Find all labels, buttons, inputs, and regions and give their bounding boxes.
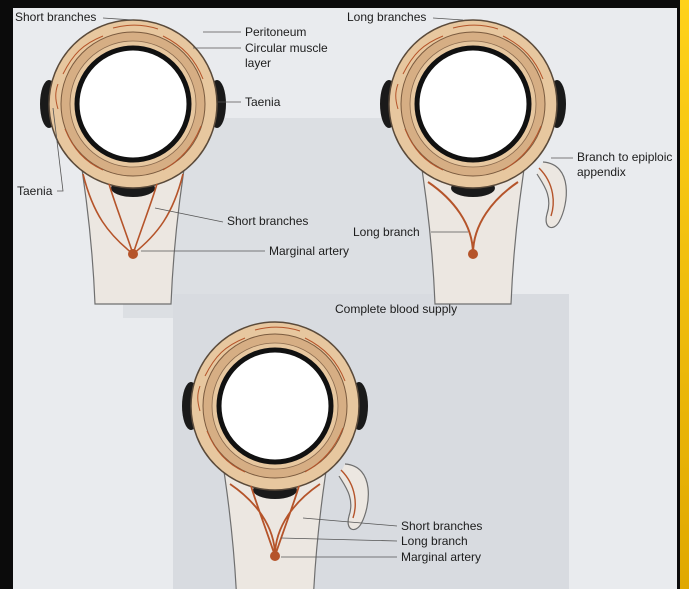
- label-marginal-artery-3: Marginal artery: [401, 550, 481, 564]
- epiploic-appendix: [537, 162, 566, 228]
- colon-blood-supply-figure: Short branches Peritoneum Circular muscl…: [13, 8, 677, 589]
- figure-page: Short branches Peritoneum Circular muscl…: [13, 8, 677, 589]
- marginal-artery-dot: [128, 249, 138, 259]
- label-taenia-left: Taenia: [17, 184, 53, 198]
- label-circular-muscle: Circular muscle: [245, 41, 328, 55]
- yellow-edge-strip: [680, 0, 689, 589]
- label-short-branches-3: Short branches: [401, 519, 482, 533]
- label-complete-blood-supply: Complete blood supply: [335, 302, 457, 316]
- marginal-artery-dot-2: [468, 249, 478, 259]
- label-long-branches-top: Long branches: [347, 10, 426, 24]
- label-circular-muscle-layer: layer: [245, 56, 271, 70]
- label-long-branch: Long branch: [353, 225, 420, 239]
- label-peritoneum: Peritoneum: [245, 25, 306, 39]
- label-branch-epiploic-appendix: appendix: [577, 165, 626, 179]
- label-taenia-right: Taenia: [245, 95, 281, 109]
- label-short-branches-top: Short branches: [15, 10, 96, 24]
- label-long-branch-3: Long branch: [401, 534, 468, 548]
- marginal-artery-dot-3: [270, 551, 280, 561]
- label-short-branches-mid: Short branches: [227, 214, 308, 228]
- label-marginal-artery: Marginal artery: [269, 244, 349, 258]
- label-branch-epiploic: Branch to epiploic: [577, 150, 672, 164]
